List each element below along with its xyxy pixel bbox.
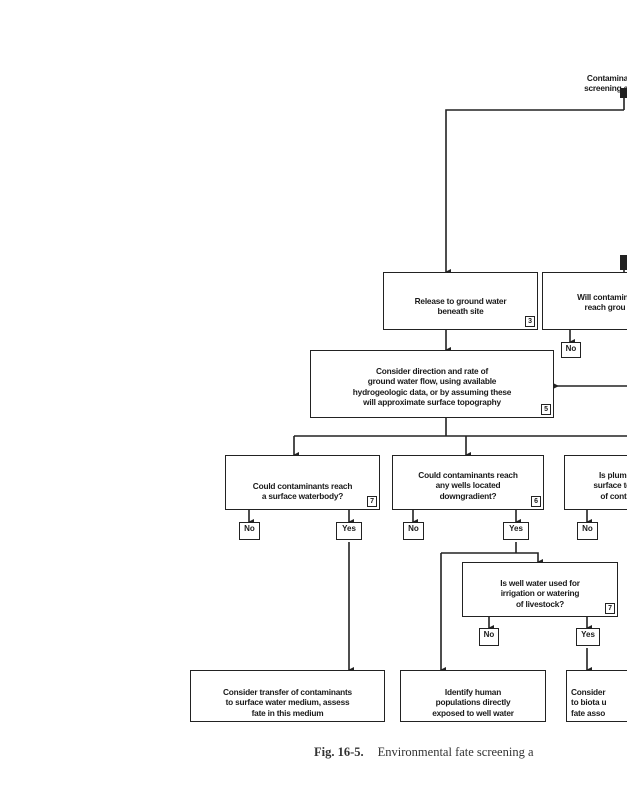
- line-top-to-release: [445, 109, 624, 275]
- node-release-ground-water-text: Release to ground water beneath site: [414, 295, 507, 317]
- node-plume-text: Is plume surface to of conta: [593, 469, 627, 501]
- node-irrigation-text: Is well water used for irrigation or wat…: [500, 577, 580, 609]
- node-will-reach-text: Will contamina reach grou: [577, 291, 627, 313]
- node-consider-flow-text: Consider direction and rate of ground wa…: [352, 365, 512, 408]
- answer-yes: Yes: [576, 628, 600, 646]
- answer-no: No: [577, 522, 598, 540]
- answer-no: No: [479, 628, 499, 646]
- line-yes-to-irrigation: [441, 552, 543, 565]
- node-consider-biota: Consider to biota u fate asso: [566, 670, 627, 722]
- node-top: Contamina screening a: [560, 62, 627, 98]
- answer-no: No: [239, 522, 260, 540]
- node-number: 5: [541, 404, 551, 415]
- node-identify-humans: Identify human populations directly expo…: [400, 670, 546, 722]
- answer-yes: Yes: [336, 522, 362, 540]
- node-top-text: Contamina screening a: [584, 72, 627, 94]
- node-number: 7: [367, 496, 377, 507]
- node-number: 6: [531, 496, 541, 507]
- figure-caption-text: Environmental fate screening a: [377, 745, 534, 759]
- node-transfer-surface-text: Consider transfer of contaminants to sur…: [223, 686, 352, 718]
- answer-no: No: [561, 342, 581, 358]
- node-surface-waterbody: Could contaminants reach a surface water…: [225, 455, 380, 510]
- figure-caption: Fig. 16-5. Environmental fate screening a: [314, 745, 534, 760]
- node-transfer-surface: Consider transfer of contaminants to sur…: [190, 670, 385, 722]
- node-top-edge: [620, 88, 627, 98]
- node-wells-downgradient: Could contaminants reach any wells locat…: [392, 455, 544, 510]
- node-wells-downgradient-text: Could contaminants reach any wells locat…: [418, 469, 518, 501]
- answer-yes: Yes: [503, 522, 529, 540]
- node-right-edge: [620, 255, 627, 270]
- node-number: 7: [605, 603, 615, 614]
- node-will-reach: Will contamina reach grou: [542, 272, 627, 330]
- node-identify-humans-text: Identify human populations directly expo…: [432, 686, 514, 718]
- node-irrigation: Is well water used for irrigation or wat…: [462, 562, 618, 617]
- node-plume: Is plume surface to of conta: [564, 455, 627, 510]
- answer-no: No: [403, 522, 424, 540]
- node-surface-waterbody-text: Could contaminants reach a surface water…: [252, 480, 353, 502]
- node-release-ground-water: Release to ground water beneath site 3: [383, 272, 538, 330]
- node-number: 3: [525, 316, 535, 327]
- node-consider-flow: Consider direction and rate of ground wa…: [310, 350, 554, 418]
- figure-number: Fig. 16-5.: [314, 745, 364, 759]
- node-consider-biota-text: Consider to biota u fate asso: [571, 686, 607, 718]
